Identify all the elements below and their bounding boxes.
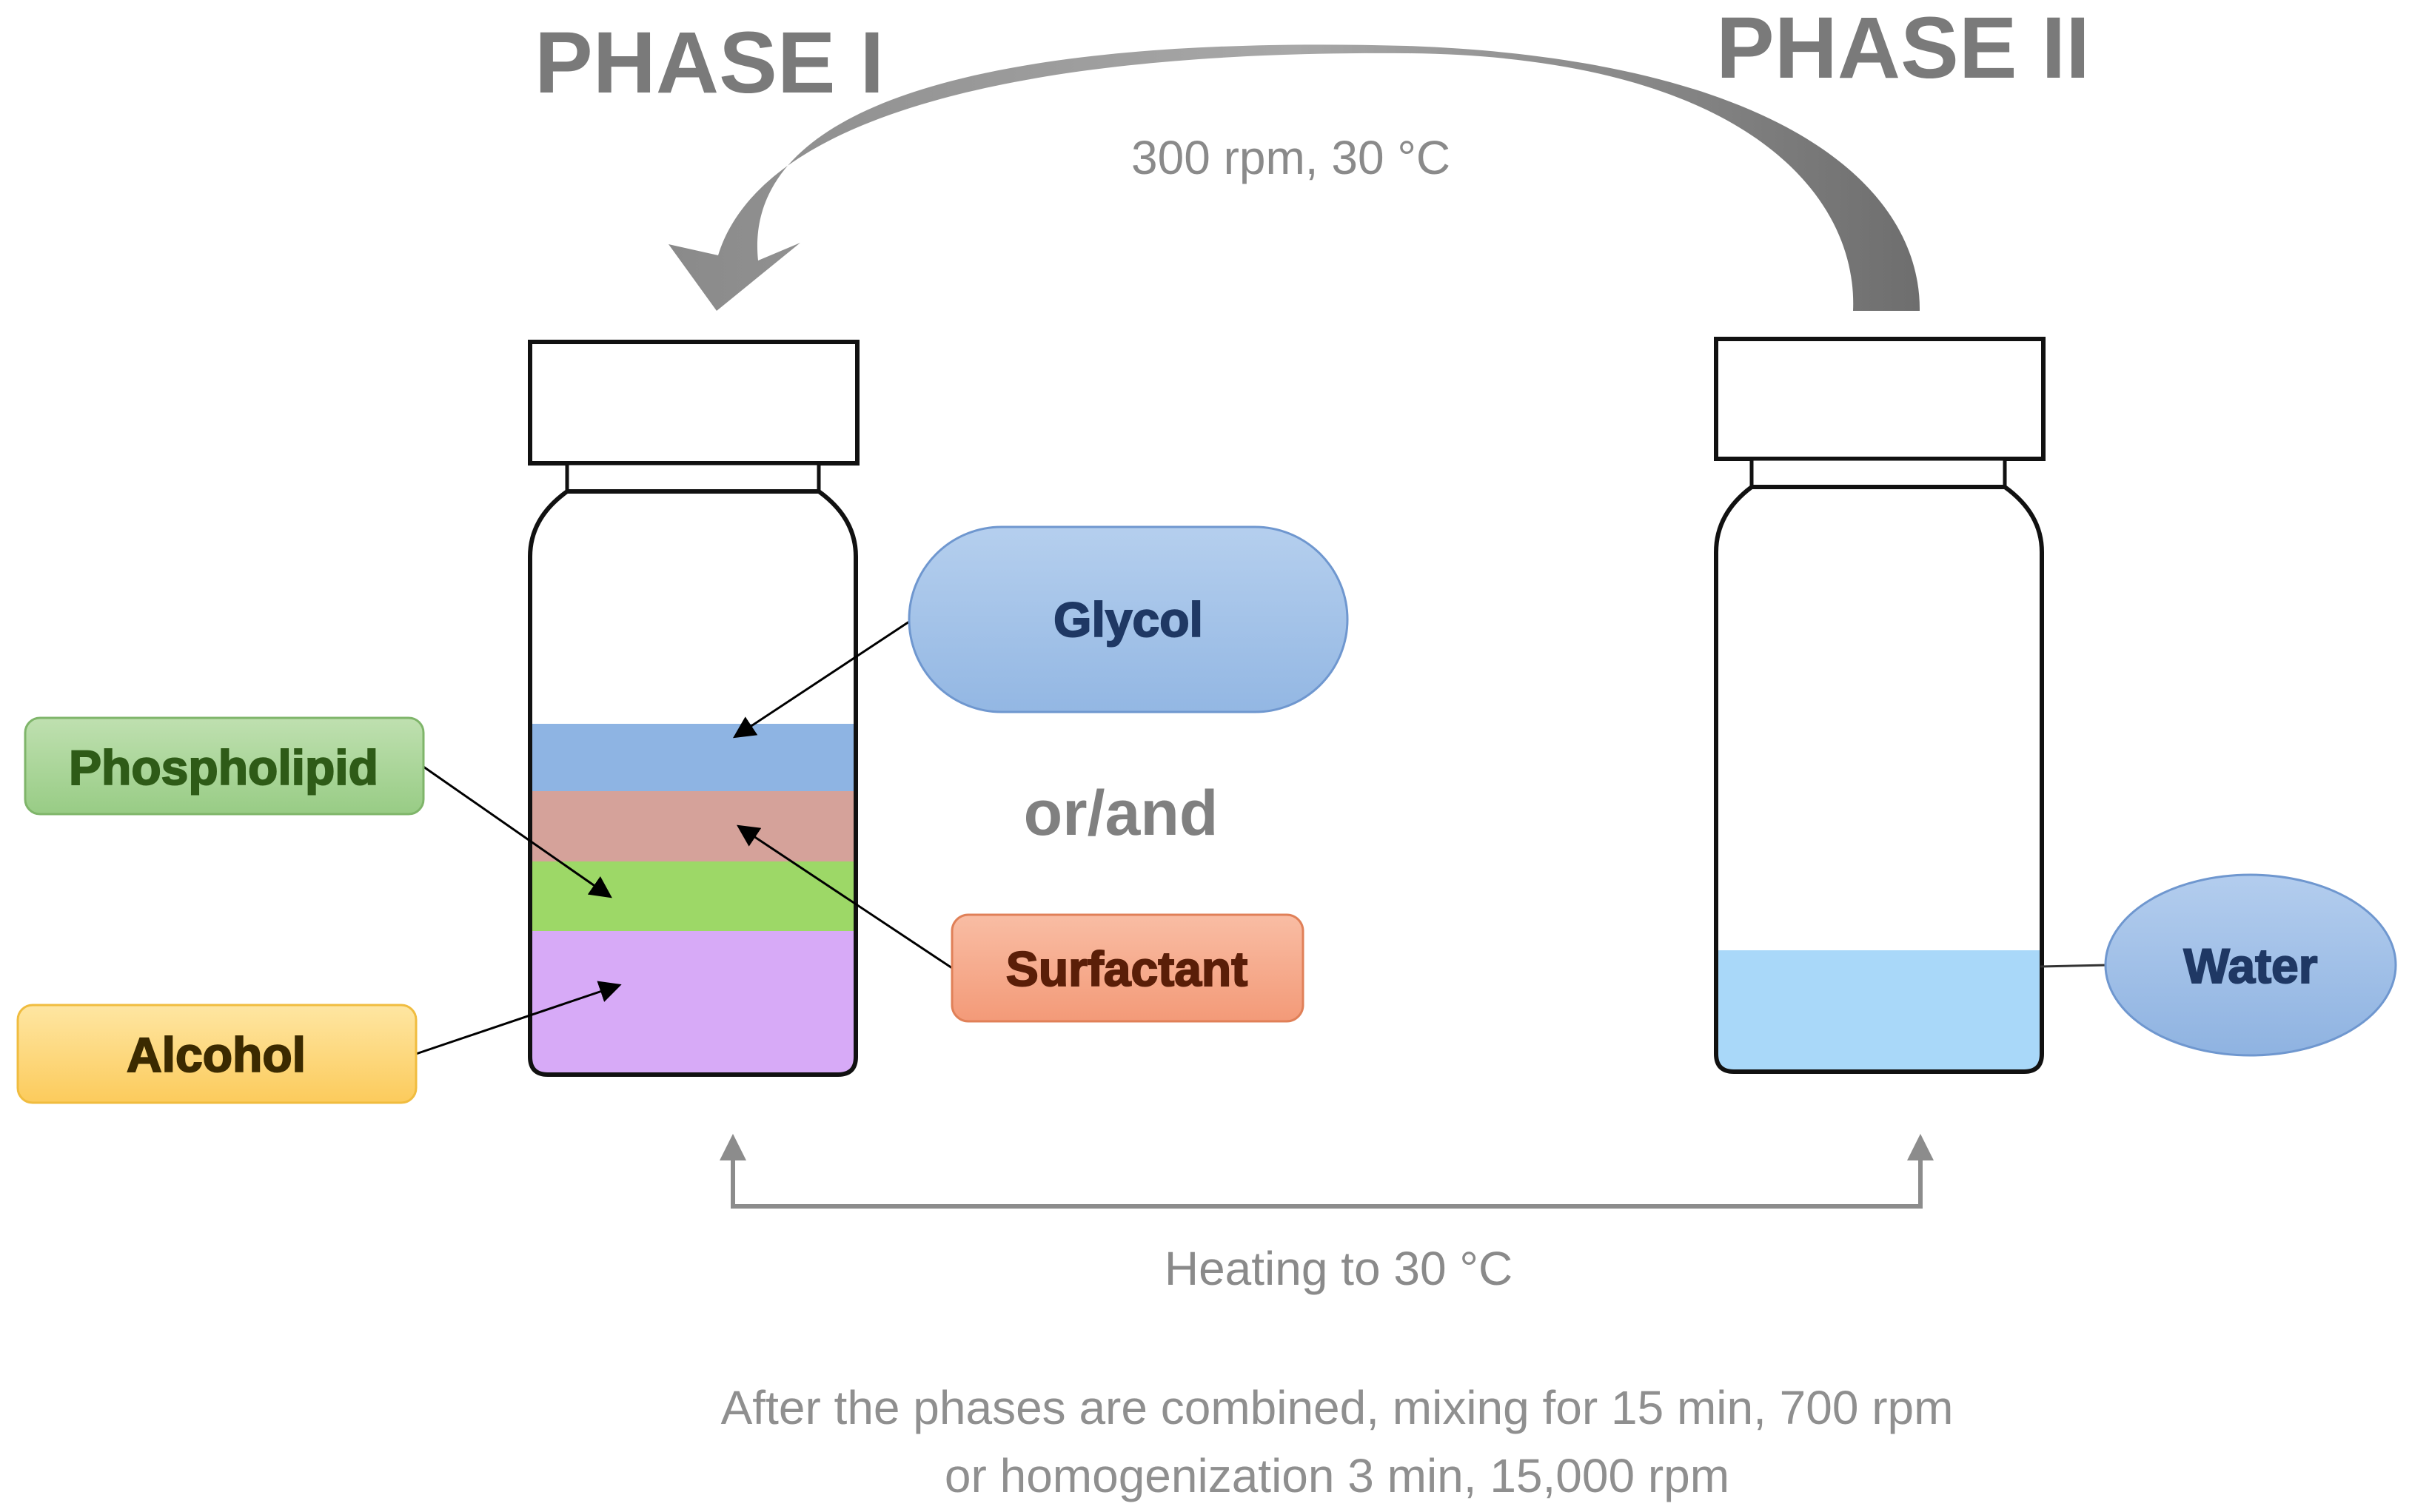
phase2-title: PHASE II: [1716, 0, 2090, 97]
surfactant-label: Surfactant: [1006, 941, 1247, 996]
phase1-vial-cap: [528, 340, 860, 466]
phase1-title: PHASE I: [535, 14, 884, 112]
glycol-label: Glycol: [1053, 592, 1203, 647]
alcohol-pointer: [415, 981, 622, 1055]
glycol-badge: Glycol: [908, 525, 1349, 713]
surfactant-pointer: [737, 824, 953, 970]
heating-bracket: [720, 1134, 1934, 1209]
phospholipid-pointer: [423, 765, 612, 898]
phospholipid-label: Phospholipid: [69, 740, 378, 795]
mixing-note-line1: After the phases are combined, mixing fo…: [721, 1381, 1954, 1434]
water-badge: Water: [2104, 873, 2397, 1057]
mixing-note-line2: or homogenization 3 min, 15,000 rpm: [945, 1449, 1729, 1502]
or-and-text: or/and: [1024, 778, 1219, 849]
phase2-vial-neck: [1749, 457, 2007, 489]
glycol-pointer: [732, 620, 910, 739]
surfactant-badge: Surfactant: [951, 913, 1304, 1023]
water-layer: [1718, 950, 2040, 1072]
phase2-vial: [1714, 337, 2046, 1074]
heating-arrowhead-left: [720, 1134, 746, 1160]
phase1-vial-neck: [565, 461, 821, 494]
alcohol-label: Alcohol: [127, 1027, 306, 1082]
phase1-vial-body: [528, 489, 858, 1077]
water-connector: [2040, 964, 2108, 968]
phospholipid-badge: Phospholipid: [24, 716, 425, 816]
glycol-layer: [532, 724, 854, 791]
phase1-vial: [528, 340, 860, 1077]
phospholipid-layer: [532, 861, 854, 931]
transfer-condition: 300 rpm, 30 °C: [1131, 131, 1450, 184]
surfactant-layer: [532, 791, 854, 861]
alcohol-badge: Alcohol: [16, 1004, 418, 1104]
alcohol-layer: [532, 931, 854, 1075]
water-label: Water: [2184, 938, 2318, 993]
heating-bracket-line: [731, 1155, 1923, 1209]
phase2-vial-cap: [1714, 337, 2046, 461]
heating-condition: Heating to 30 °C: [1165, 1242, 1512, 1295]
heating-arrowhead-right: [1907, 1134, 1934, 1160]
phase2-vial-body: [1714, 485, 2044, 1074]
